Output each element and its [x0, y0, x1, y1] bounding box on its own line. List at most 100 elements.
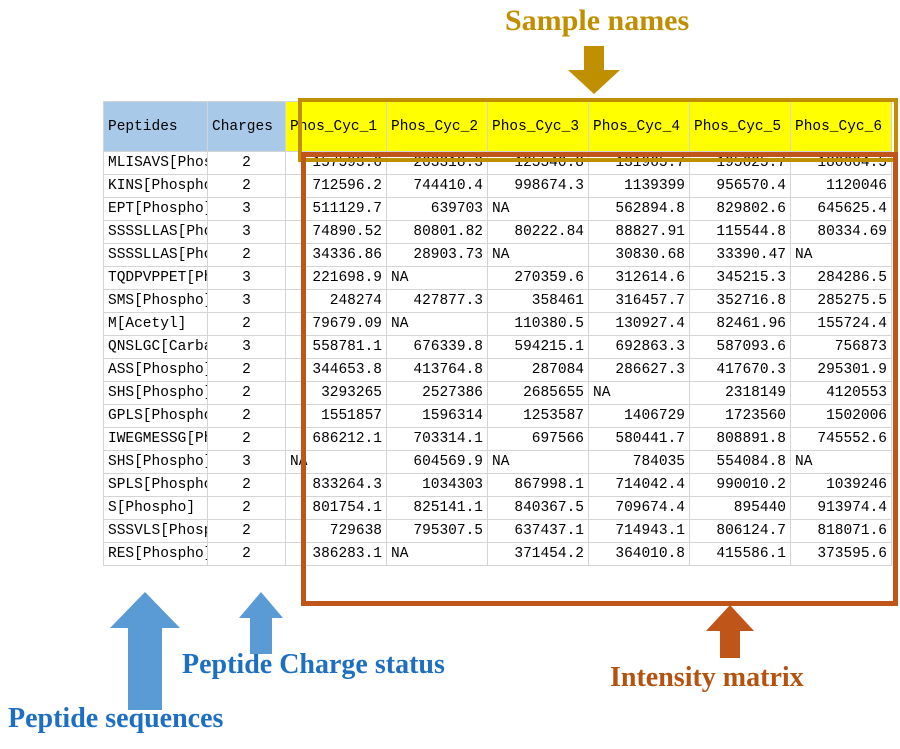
cell-intensity[interactable]: 417670.3	[689, 358, 791, 382]
cell-intensity[interactable]: 712596.2	[285, 174, 387, 198]
cell-intensity[interactable]: 895440	[689, 496, 791, 520]
cell-intensity[interactable]: 270359.6	[487, 266, 589, 290]
cell-intensity[interactable]: 33390.47	[689, 243, 791, 267]
cell-intensity[interactable]: 195625.7	[689, 151, 791, 175]
cell-intensity[interactable]: 88827.91	[588, 220, 690, 244]
cell-intensity[interactable]: 697566	[487, 427, 589, 451]
cell-intensity[interactable]: NA	[285, 450, 387, 474]
cell-intensity[interactable]: 558781.1	[285, 335, 387, 359]
cell-intensity[interactable]: 3293265	[285, 381, 387, 405]
cell-intensity[interactable]: NA	[790, 243, 892, 267]
cell-intensity[interactable]: NA	[386, 266, 488, 290]
cell-intensity[interactable]: 686212.1	[285, 427, 387, 451]
cell-intensity[interactable]: 562894.8	[588, 197, 690, 221]
cell-charge[interactable]: 2	[207, 243, 286, 267]
cell-intensity[interactable]: 125540.8	[487, 151, 589, 175]
cell-intensity[interactable]: 637437.1	[487, 519, 589, 543]
cell-intensity[interactable]: 386283.1	[285, 542, 387, 566]
cell-intensity[interactable]: NA	[487, 197, 589, 221]
cell-intensity[interactable]: 833264.3	[285, 473, 387, 497]
cell-intensity[interactable]: 284286.5	[790, 266, 892, 290]
column-header-peptides[interactable]: Peptides	[103, 101, 208, 152]
cell-intensity[interactable]: 714943.1	[588, 519, 690, 543]
cell-intensity[interactable]: 729638	[285, 519, 387, 543]
cell-peptide[interactable]: SSSSLLAS[Phospho]	[103, 243, 208, 267]
cell-intensity[interactable]: 1502006	[790, 404, 892, 428]
cell-intensity[interactable]: NA	[790, 450, 892, 474]
cell-intensity[interactable]: 867998.1	[487, 473, 589, 497]
cell-peptide[interactable]: RES[Phospho]	[103, 542, 208, 566]
cell-intensity[interactable]: 316457.7	[588, 289, 690, 313]
cell-intensity[interactable]: 30830.68	[588, 243, 690, 267]
column-header-sample-6[interactable]: Phos_Cyc_6	[790, 101, 892, 152]
cell-intensity[interactable]: 604569.9	[386, 450, 488, 474]
cell-intensity[interactable]: 990010.2	[689, 473, 791, 497]
cell-intensity[interactable]: 248274	[285, 289, 387, 313]
cell-intensity[interactable]: 79679.09	[285, 312, 387, 336]
cell-intensity[interactable]: 554084.8	[689, 450, 791, 474]
cell-peptide[interactable]: IWEGMESSG[Phospho]	[103, 427, 208, 451]
cell-intensity[interactable]: 413764.8	[386, 358, 488, 382]
cell-intensity[interactable]: 80801.82	[386, 220, 488, 244]
cell-intensity[interactable]: 840367.5	[487, 496, 589, 520]
cell-intensity[interactable]: 286627.3	[588, 358, 690, 382]
cell-intensity[interactable]: 131965.7	[588, 151, 690, 175]
cell-charge[interactable]: 3	[207, 335, 286, 359]
cell-intensity[interactable]: 825141.1	[386, 496, 488, 520]
cell-charge[interactable]: 2	[207, 519, 286, 543]
cell-intensity[interactable]: 1406729	[588, 404, 690, 428]
cell-intensity[interactable]: 998674.3	[487, 174, 589, 198]
cell-intensity[interactable]: 130927.4	[588, 312, 690, 336]
cell-intensity[interactable]: 285275.5	[790, 289, 892, 313]
cell-charge[interactable]: 2	[207, 542, 286, 566]
cell-intensity[interactable]: 427877.3	[386, 289, 488, 313]
cell-peptide[interactable]: S[Phospho]	[103, 496, 208, 520]
cell-charge[interactable]: 2	[207, 473, 286, 497]
column-header-sample-2[interactable]: Phos_Cyc_2	[386, 101, 488, 152]
cell-peptide[interactable]: MLISAVS[Phospho]	[103, 151, 208, 175]
cell-intensity[interactable]: 806124.7	[689, 519, 791, 543]
cell-intensity[interactable]: 639703	[386, 197, 488, 221]
cell-intensity[interactable]: 1120046	[790, 174, 892, 198]
cell-peptide[interactable]: GPLS[Phospho]	[103, 404, 208, 428]
cell-intensity[interactable]: 352716.8	[689, 289, 791, 313]
cell-charge[interactable]: 2	[207, 381, 286, 405]
cell-intensity[interactable]: 221698.9	[285, 266, 387, 290]
cell-intensity[interactable]: 745552.6	[790, 427, 892, 451]
cell-intensity[interactable]: 157593.6	[285, 151, 387, 175]
cell-intensity[interactable]: 203318.3	[386, 151, 488, 175]
cell-intensity[interactable]: 295301.9	[790, 358, 892, 382]
cell-charge[interactable]: 2	[207, 151, 286, 175]
cell-intensity[interactable]: 2685655	[487, 381, 589, 405]
cell-intensity[interactable]: 358461	[487, 289, 589, 313]
cell-intensity[interactable]: 587093.6	[689, 335, 791, 359]
cell-charge[interactable]: 2	[207, 312, 286, 336]
cell-intensity[interactable]: 1139399	[588, 174, 690, 198]
cell-intensity[interactable]: 110380.5	[487, 312, 589, 336]
cell-charge[interactable]: 2	[207, 496, 286, 520]
cell-intensity[interactable]: 371454.2	[487, 542, 589, 566]
cell-intensity[interactable]: 1034303	[386, 473, 488, 497]
cell-charge[interactable]: 2	[207, 358, 286, 382]
column-header-charges[interactable]: Charges	[207, 101, 286, 152]
cell-peptide[interactable]: SSSVLS[Phospho]	[103, 519, 208, 543]
column-header-sample-5[interactable]: Phos_Cyc_5	[689, 101, 791, 152]
cell-intensity[interactable]: 784035	[588, 450, 690, 474]
cell-intensity[interactable]: 645625.4	[790, 197, 892, 221]
cell-intensity[interactable]: 956570.4	[689, 174, 791, 198]
cell-charge[interactable]: 3	[207, 266, 286, 290]
cell-intensity[interactable]: 1039246	[790, 473, 892, 497]
cell-intensity[interactable]: 415586.1	[689, 542, 791, 566]
cell-peptide[interactable]: SMS[Phospho]	[103, 289, 208, 313]
cell-intensity[interactable]: NA	[487, 450, 589, 474]
cell-peptide[interactable]: QNSLGC[Carbamidomethyl]	[103, 335, 208, 359]
cell-intensity[interactable]: 115544.8	[689, 220, 791, 244]
cell-intensity[interactable]: NA	[386, 542, 488, 566]
cell-intensity[interactable]: 345215.3	[689, 266, 791, 290]
cell-intensity[interactable]: 808891.8	[689, 427, 791, 451]
cell-intensity[interactable]: 80222.84	[487, 220, 589, 244]
cell-peptide[interactable]: M[Acetyl]	[103, 312, 208, 336]
cell-charge[interactable]: 2	[207, 404, 286, 428]
cell-intensity[interactable]: 594215.1	[487, 335, 589, 359]
cell-charge[interactable]: 3	[207, 220, 286, 244]
